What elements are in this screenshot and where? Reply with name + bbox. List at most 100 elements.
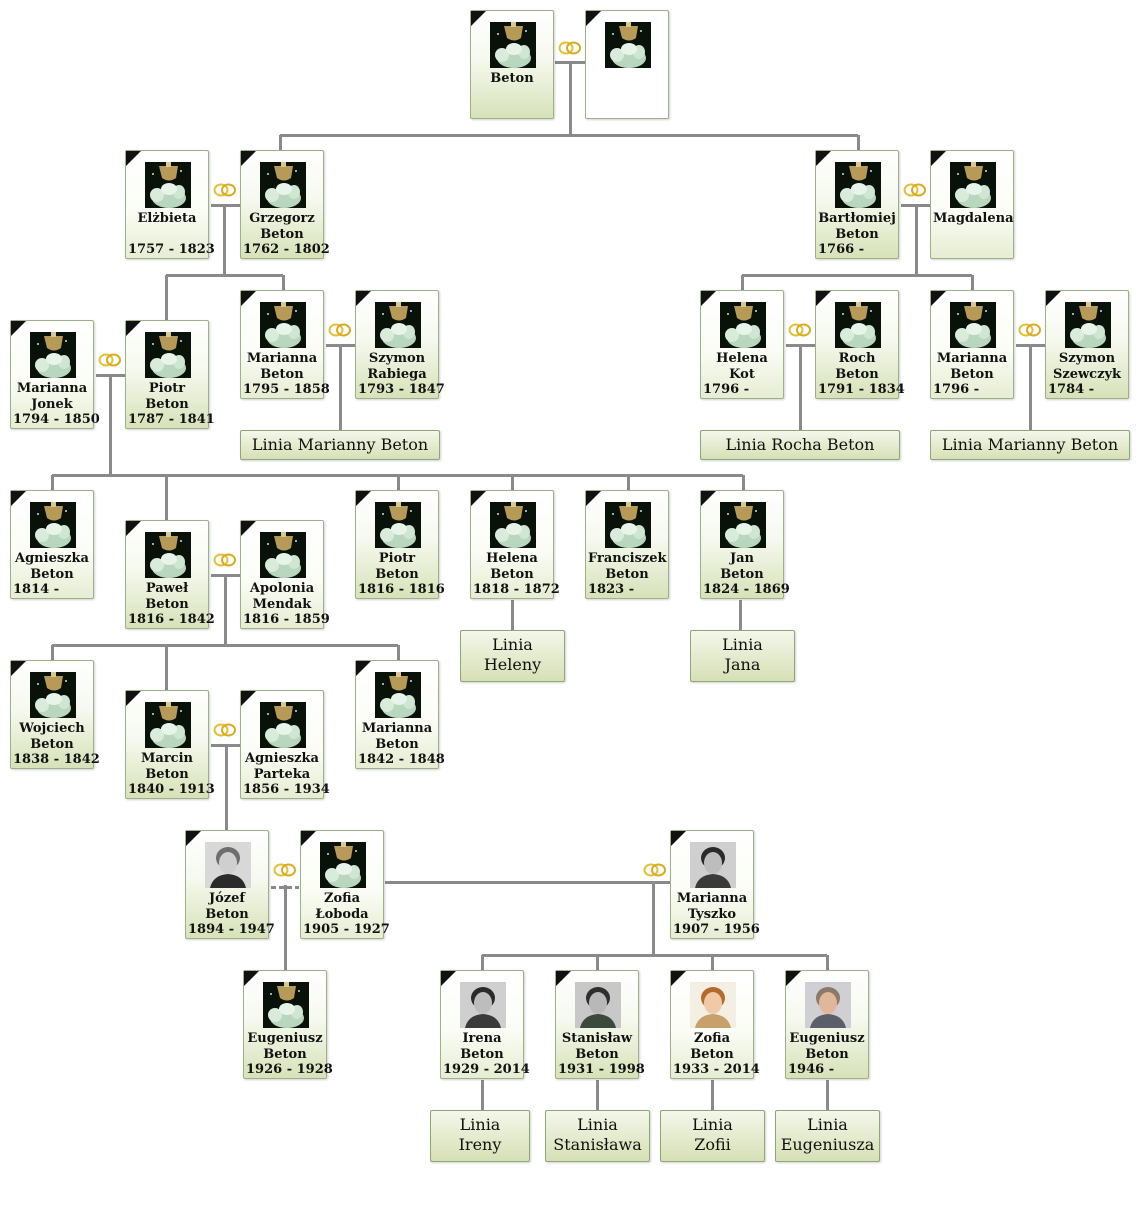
black-ribbon-corner-icon bbox=[301, 831, 316, 846]
silhouette-placeholder-icon bbox=[375, 302, 421, 348]
person-name: Zofia Łoboda bbox=[315, 891, 369, 922]
silhouette-placeholder-icon bbox=[950, 302, 996, 348]
person-name: Wojciech Beton bbox=[19, 721, 85, 752]
black-ribbon-corner-icon bbox=[471, 11, 486, 26]
black-ribbon-corner-icon bbox=[241, 691, 256, 706]
silhouette-placeholder-icon bbox=[30, 332, 76, 378]
connector-line bbox=[596, 1080, 599, 1110]
silhouette-placeholder-icon bbox=[605, 22, 651, 68]
person-photo bbox=[690, 982, 736, 1028]
connector-line bbox=[511, 475, 514, 490]
person-card[interactable]: Magdalena bbox=[930, 150, 1014, 259]
person-dates: 1931 - 1998 bbox=[558, 1062, 645, 1077]
person-name: Irena Beton bbox=[460, 1031, 504, 1062]
person-dates: 1929 - 2014 bbox=[443, 1062, 530, 1077]
silhouette-placeholder-icon bbox=[835, 302, 881, 348]
black-ribbon-corner-icon bbox=[356, 661, 371, 676]
lineage-button[interactable]: Linia Rocha Beton bbox=[700, 430, 900, 460]
black-ribbon-corner-icon bbox=[244, 971, 259, 986]
connector-line bbox=[51, 645, 54, 660]
wedding-rings-icon bbox=[642, 862, 668, 878]
black-ribbon-corner-icon bbox=[356, 291, 371, 306]
person-name: Helena Beton bbox=[486, 551, 538, 582]
connector-line bbox=[799, 345, 802, 430]
silhouette-placeholder-icon bbox=[263, 982, 309, 1028]
black-ribbon-corner-icon bbox=[241, 291, 256, 306]
black-ribbon-corner-icon bbox=[701, 491, 716, 506]
lineage-button[interactable]: Linia Marianny Beton bbox=[240, 430, 440, 460]
black-ribbon-corner-icon bbox=[1046, 291, 1061, 306]
lineage-button[interactable]: Linia Marianny Beton bbox=[930, 430, 1130, 460]
person-card[interactable] bbox=[585, 10, 669, 119]
lineage-button[interactable]: Linia Ireny bbox=[430, 1110, 530, 1162]
person-name: Józef Beton bbox=[205, 891, 249, 922]
person-name: Magdalena bbox=[933, 211, 1014, 226]
connector-line bbox=[385, 881, 670, 884]
wedding-rings-icon bbox=[212, 552, 238, 568]
connector-line bbox=[741, 275, 744, 290]
lineage-button[interactable]: Linia Eugeniusza bbox=[775, 1110, 880, 1162]
person-dates: 1840 - 1913 bbox=[128, 782, 215, 797]
lineage-button[interactable]: Linia Heleny bbox=[460, 630, 565, 682]
silhouette-placeholder-icon bbox=[145, 532, 191, 578]
silhouette-placeholder-icon bbox=[260, 162, 306, 208]
person-dates: 1762 - 1802 bbox=[243, 242, 330, 257]
person-name: Piotr Beton bbox=[375, 551, 419, 582]
lineage-button[interactable]: Linia Stanisława bbox=[545, 1110, 650, 1162]
connector-line bbox=[166, 274, 283, 277]
silhouette-placeholder-icon bbox=[835, 162, 881, 208]
silhouette-placeholder-icon bbox=[490, 502, 536, 548]
connector-line bbox=[482, 954, 827, 957]
lineage-button[interactable]: Linia Zofii bbox=[660, 1110, 765, 1162]
person-dates: 1794 - 1850 bbox=[13, 412, 100, 427]
connector-line bbox=[109, 375, 112, 475]
connector-line bbox=[280, 134, 858, 137]
black-ribbon-corner-icon bbox=[126, 521, 141, 536]
connector-line bbox=[596, 955, 599, 970]
connector-line bbox=[1029, 345, 1032, 430]
connector-line bbox=[339, 345, 342, 430]
wedding-rings-icon bbox=[1017, 322, 1043, 338]
connector-line bbox=[397, 475, 400, 490]
silhouette-placeholder-icon bbox=[30, 672, 76, 718]
wedding-rings-icon bbox=[212, 722, 238, 738]
connector-line bbox=[397, 645, 400, 660]
person-dates: 1933 - 2014 bbox=[673, 1062, 760, 1077]
black-ribbon-corner-icon bbox=[556, 971, 571, 986]
person-dates: 1796 - bbox=[933, 382, 980, 397]
connector-line bbox=[52, 644, 398, 647]
person-card[interactable]: Beton bbox=[470, 10, 554, 119]
lineage-button[interactable]: Linia Jana bbox=[690, 630, 795, 682]
person-dates: 1838 - 1842 bbox=[13, 752, 100, 767]
